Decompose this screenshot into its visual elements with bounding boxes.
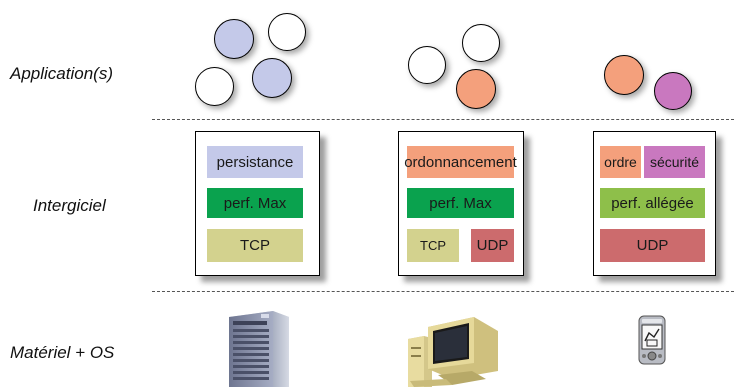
app-circle: [462, 24, 500, 62]
layer-securite: sécurité: [644, 146, 705, 178]
pda-handheld-icon: [638, 315, 666, 365]
app-circle: [268, 13, 306, 51]
separator-top: [152, 119, 734, 120]
app-circle: [214, 19, 254, 59]
layer-persistance: persistance: [207, 146, 303, 178]
label-hardware: Matériel + OS: [10, 343, 115, 362]
app-circle: [252, 58, 292, 98]
middleware-stack-2: ordonnancement perf. Max TCP UDP: [398, 131, 524, 276]
layer-udp: UDP: [471, 229, 514, 262]
server-tower-icon: [221, 309, 291, 387]
middleware-stack-1: persistance perf. Max TCP: [195, 131, 320, 276]
layer-perf-max: perf. Max: [207, 188, 303, 218]
layer-perf-allegee: perf. allégée: [600, 188, 705, 218]
app-circle: [408, 46, 446, 84]
app-circle: [604, 55, 644, 95]
layer-ordre: ordre: [600, 146, 641, 178]
app-circle: [456, 69, 496, 109]
app-circle: [195, 67, 234, 106]
layer-tcp: TCP: [207, 229, 303, 262]
separator-bottom: [152, 291, 734, 292]
label-middleware: Intergiciel: [33, 196, 106, 215]
middleware-stack-3: ordre sécurité perf. allégée UDP: [593, 131, 716, 276]
layer-ordonnancement: ordonnancement: [404, 146, 517, 178]
label-application: Application(s): [10, 64, 113, 83]
desktop-computer-icon: [402, 309, 502, 387]
app-circle: [654, 72, 692, 110]
layer-perf-max: perf. Max: [407, 188, 514, 218]
layer-udp: UDP: [600, 229, 705, 262]
layer-tcp: TCP: [407, 229, 459, 262]
